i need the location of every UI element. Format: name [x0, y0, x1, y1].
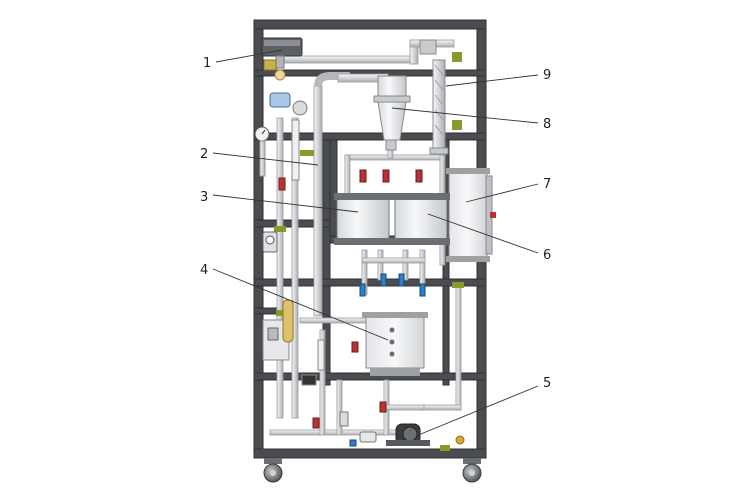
frame-top-rail	[253, 19, 487, 30]
phase-separator-8	[373, 75, 411, 151]
leader-8	[391, 107, 539, 124]
piping	[269, 39, 462, 436]
tank-bay-top	[329, 139, 338, 237]
callout-4: 4	[200, 263, 208, 278]
callout-7: 7	[543, 177, 551, 192]
frame-bottom-rail	[253, 448, 487, 459]
fittings	[274, 150, 464, 451]
packed-column-9	[419, 39, 462, 155]
leader-7	[465, 183, 539, 203]
leader-2	[212, 152, 319, 166]
callout-1: 1	[203, 56, 211, 71]
frame-post-left	[253, 19, 264, 459]
flowmeters	[291, 119, 325, 386]
feed-tank-4	[362, 312, 428, 376]
leader-5	[415, 385, 539, 437]
callout-5: 5	[543, 376, 551, 391]
frame-rail-mid4	[253, 278, 487, 287]
leader-6	[427, 213, 539, 254]
frame-rail-mid1	[253, 132, 487, 141]
leader-4	[212, 268, 389, 341]
valves-red	[278, 169, 423, 429]
callout-6: 6	[543, 248, 551, 263]
callout-3: 3	[200, 190, 208, 205]
callout-9: 9	[543, 68, 551, 83]
callout-8: 8	[543, 117, 551, 132]
left-lower-unit	[262, 299, 294, 361]
air-regulator	[262, 231, 278, 253]
callout-2: 2	[200, 147, 208, 162]
leader-3	[212, 194, 359, 213]
heat-exchanger-7	[446, 168, 496, 262]
tank-3	[334, 193, 392, 245]
leader-9	[445, 74, 539, 87]
caster-left	[263, 458, 283, 483]
tank-6	[392, 193, 450, 245]
callout-labels: 1 2 3 4 5 6 7 8 9	[200, 56, 551, 391]
bottom-fittings	[339, 411, 465, 445]
leader-1	[215, 49, 283, 63]
caster-right	[462, 458, 482, 483]
valves-blue	[349, 273, 426, 447]
callout-leaders	[212, 49, 539, 437]
